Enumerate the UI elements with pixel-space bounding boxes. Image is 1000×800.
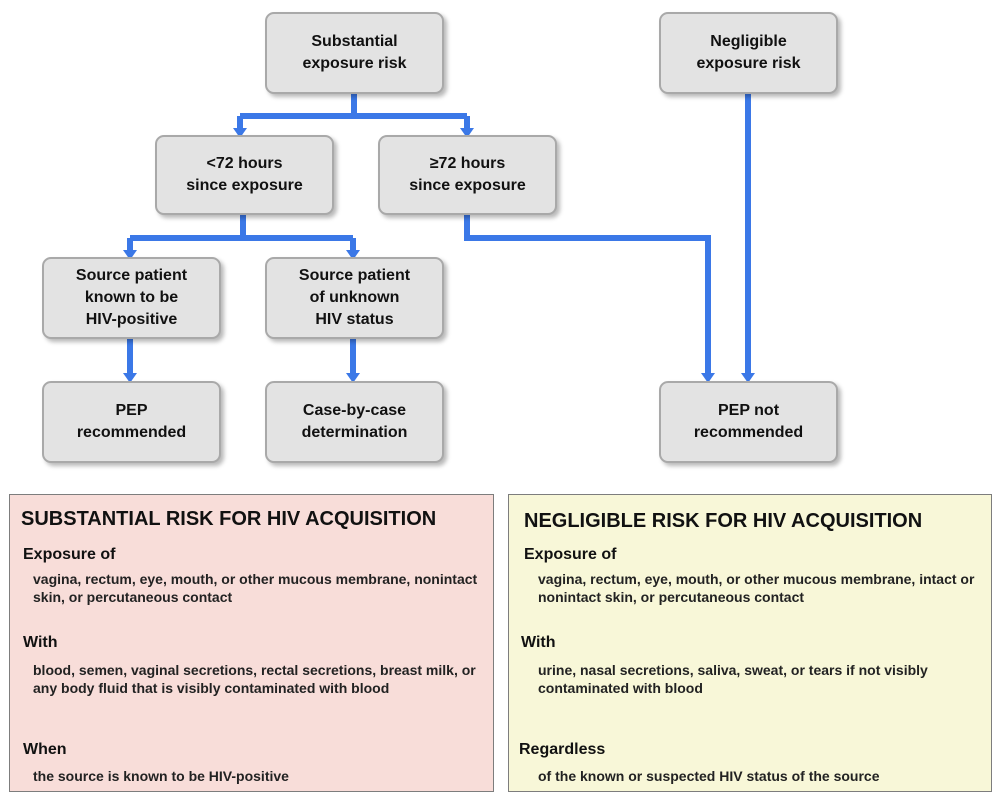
substantial-panel-title: SUBSTANTIAL RISK FOR HIV ACQUISITION xyxy=(21,508,437,530)
flowchart-connectors xyxy=(123,94,755,383)
negligible-exposure-text: vagina, rectum, eye, mouth, or other muc… xyxy=(538,571,975,605)
negligible-risk-panel: NEGLIGIBLE RISK FOR HIV ACQUISITION Expo… xyxy=(508,494,992,792)
negligible-exposure-heading: Exposure of xyxy=(524,546,617,563)
node-substantial-exposure-risk: Substantial exposure risk xyxy=(265,12,444,94)
substantial-exposure-text: vagina, rectum, eye, mouth, or other muc… xyxy=(33,571,478,605)
substantial-when-heading: When xyxy=(23,741,67,758)
node-lt72-hours: <72 hours since exposure xyxy=(155,135,334,215)
negligible-with-heading: With xyxy=(521,634,556,651)
node-source-unknown-status: Source patient of unknown HIV status xyxy=(265,257,444,339)
node-negligible-exposure-risk: Negligible exposure risk xyxy=(659,12,838,94)
substantial-exposure-heading: Exposure of xyxy=(23,546,116,563)
substantial-risk-panel: SUBSTANTIAL RISK FOR HIV ACQUISITION Exp… xyxy=(9,494,494,792)
negligible-regardless-text: of the known or suspected HIV status of … xyxy=(538,768,880,784)
node-source-hiv-positive: Source patient known to be HIV-positive xyxy=(42,257,221,339)
negligible-with-text: urine, nasal secretions, saliva, sweat, … xyxy=(538,662,928,696)
negligible-panel-title: NEGLIGIBLE RISK FOR HIV ACQUISITION xyxy=(524,510,923,532)
node-pep-recommended: PEP recommended xyxy=(42,381,221,463)
node-ge72-hours: ≥72 hours since exposure xyxy=(378,135,557,215)
substantial-when-text: the source is known to be HIV-positive xyxy=(33,768,289,784)
node-pep-not-recommended: PEP not recommended xyxy=(659,381,838,463)
substantial-with-text: blood, semen, vaginal secretions, rectal… xyxy=(33,662,476,696)
arrow-ge72-to-pep-not xyxy=(464,215,711,376)
substantial-with-heading: With xyxy=(23,634,58,651)
node-case-by-case: Case-by-case determination xyxy=(265,381,444,463)
negligible-regardless-heading: Regardless xyxy=(519,741,606,758)
